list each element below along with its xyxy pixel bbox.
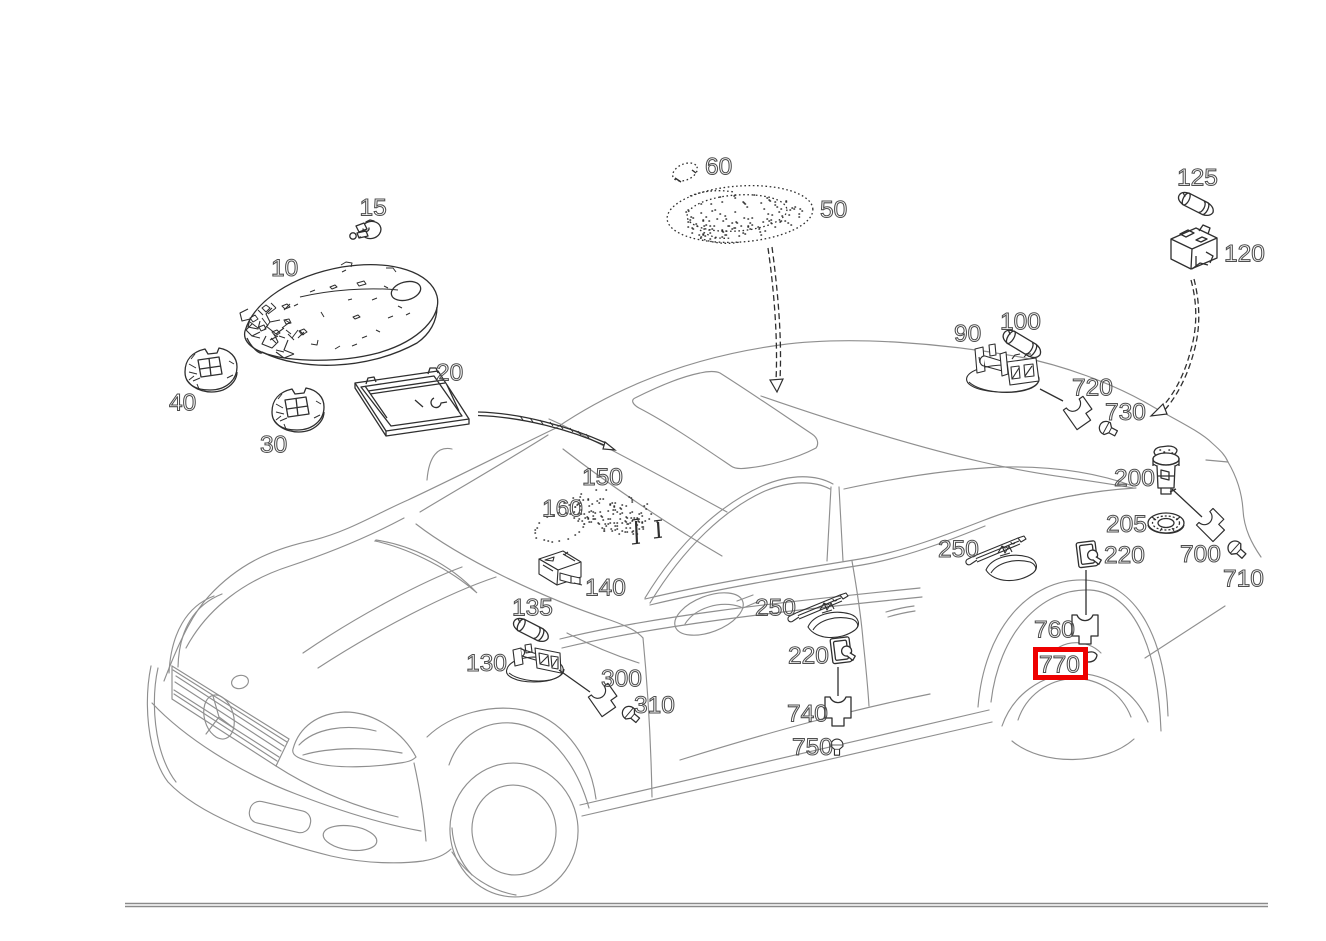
svg-text:100: 100	[1000, 309, 1041, 336]
svg-text:120: 120	[1224, 241, 1265, 268]
svg-text:300: 300	[601, 666, 642, 693]
svg-text:310: 310	[634, 692, 675, 719]
svg-text:150: 150	[582, 464, 623, 491]
svg-text:10: 10	[271, 255, 298, 282]
svg-text:250: 250	[755, 595, 796, 622]
svg-text:220: 220	[1104, 542, 1145, 569]
svg-text:710: 710	[1223, 566, 1264, 593]
svg-text:250: 250	[938, 536, 979, 563]
svg-text:220: 220	[788, 643, 829, 670]
svg-text:90: 90	[954, 321, 981, 348]
svg-text:720: 720	[1072, 375, 1113, 402]
svg-text:60: 60	[705, 154, 732, 181]
svg-text:30: 30	[260, 432, 287, 459]
svg-text:700: 700	[1180, 541, 1221, 568]
svg-text:130: 130	[466, 650, 507, 677]
svg-text:20: 20	[436, 360, 463, 387]
svg-text:160: 160	[542, 496, 583, 523]
svg-text:135: 135	[512, 595, 553, 622]
svg-text:140: 140	[585, 575, 626, 602]
svg-text:205: 205	[1106, 511, 1147, 538]
svg-text:40: 40	[169, 390, 196, 417]
svg-text:15: 15	[360, 195, 387, 222]
svg-text:770: 770	[1039, 652, 1080, 679]
svg-text:750: 750	[792, 734, 833, 761]
svg-text:50: 50	[820, 197, 847, 224]
svg-text:760: 760	[1034, 617, 1075, 644]
svg-text:730: 730	[1105, 399, 1146, 426]
svg-text:125: 125	[1177, 165, 1218, 192]
svg-text:200: 200	[1114, 465, 1155, 492]
svg-text:740: 740	[787, 701, 828, 728]
